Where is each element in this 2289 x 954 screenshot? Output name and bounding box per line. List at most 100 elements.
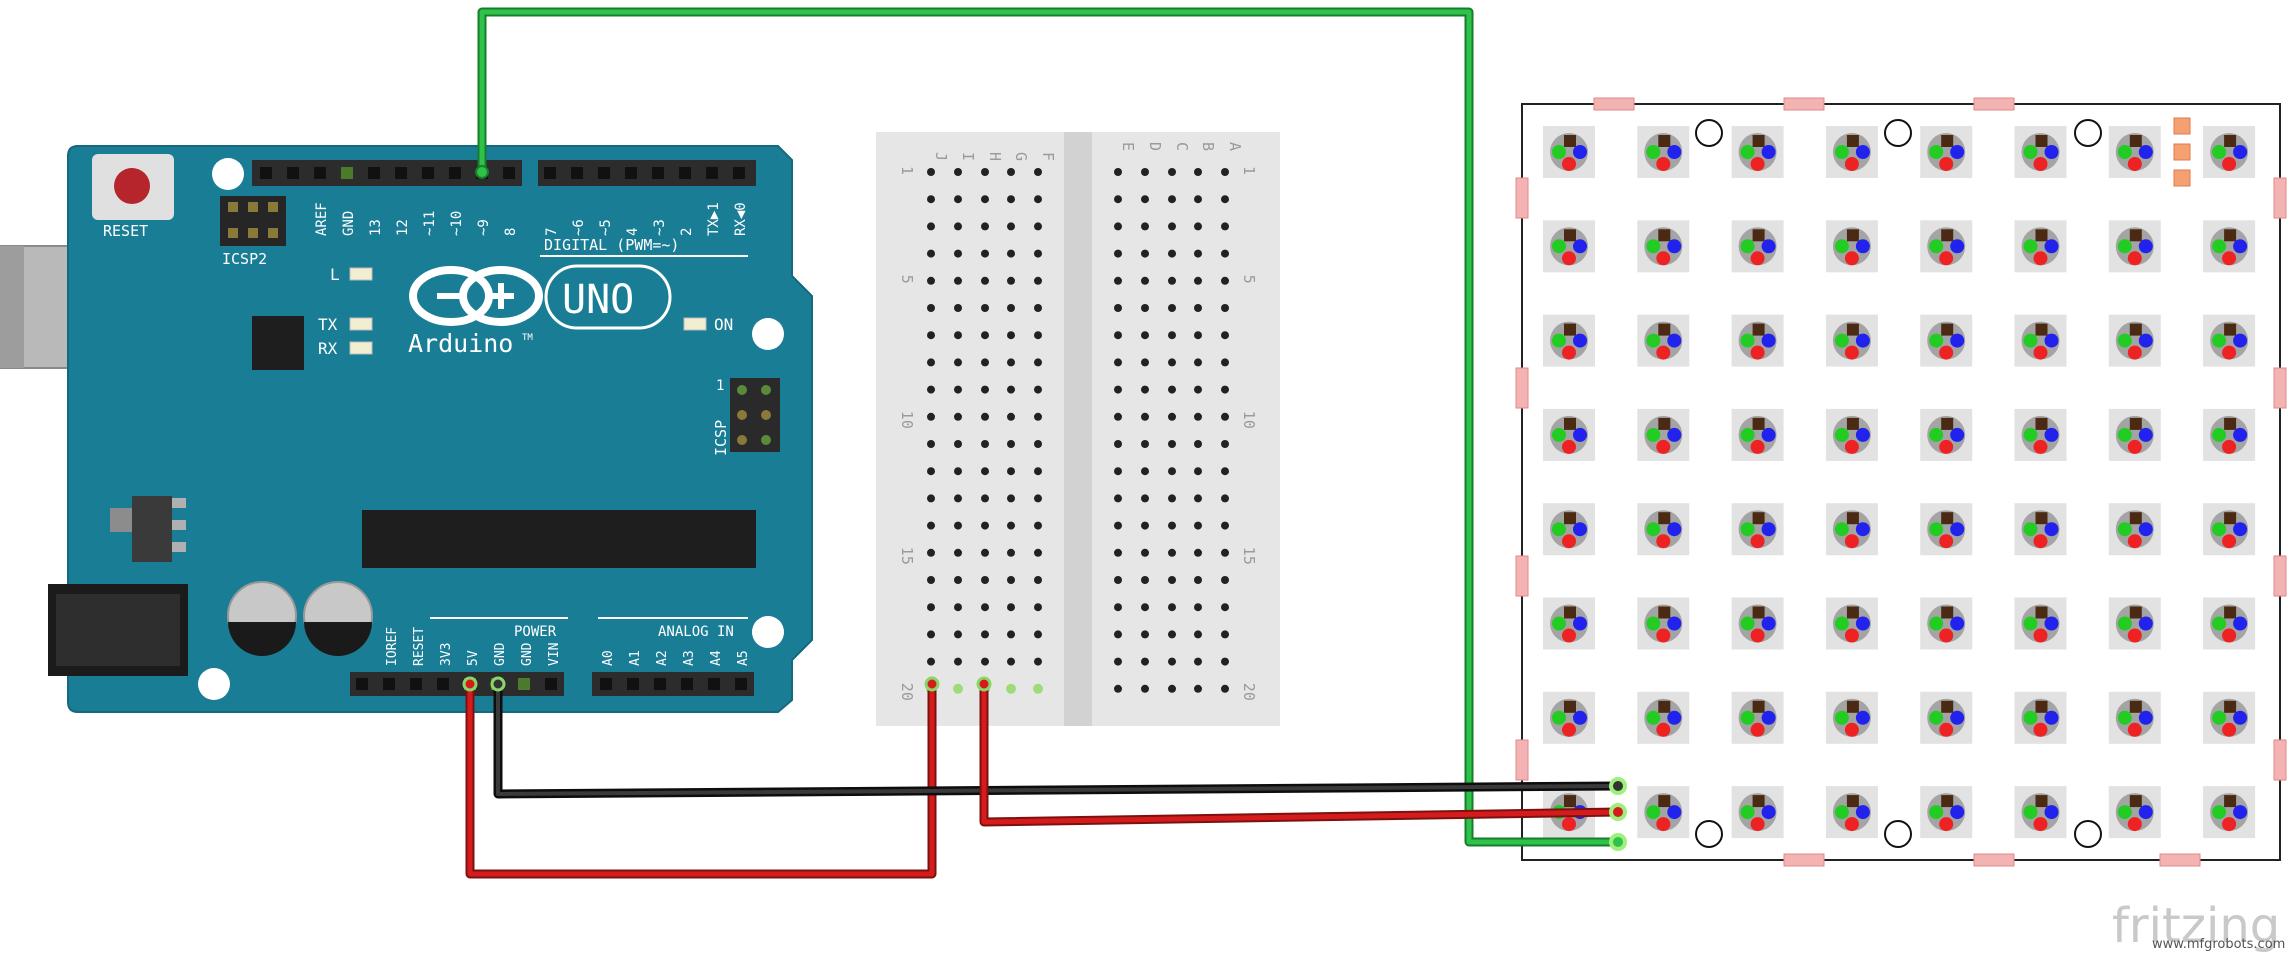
pin-label: GND: [341, 211, 357, 236]
breadboard-hole: [981, 276, 989, 285]
breadboard-hole: [1168, 304, 1176, 312]
breadboard-hole: [927, 657, 935, 666]
power-jack-barrel: [56, 594, 180, 666]
rgb-led: [1637, 220, 1690, 273]
breadboard-hole: [954, 168, 962, 176]
breadboard-column-label: C: [1173, 142, 1191, 151]
breadboard-hole: [1221, 304, 1229, 312]
breadboard-hole: [1034, 412, 1042, 421]
breadboard-hole: [1007, 630, 1015, 639]
pin-label: 12: [395, 219, 411, 236]
header-pin: [733, 167, 745, 179]
rgb-led: [1920, 314, 1973, 367]
edge-pad: [2173, 169, 2191, 187]
rgb-led: [1731, 691, 1784, 744]
wire-red-vcc-core: [981, 684, 1619, 825]
breadboard-hole: [1221, 630, 1229, 639]
breadboard-row-label: 1: [1240, 166, 1258, 175]
led-l-label: L: [330, 265, 340, 284]
wire-green-data-core: [479, 9, 1618, 845]
breadboard-hole: [981, 195, 989, 204]
rgb-led: [2203, 786, 2256, 839]
breadboard-hole: [1168, 168, 1176, 176]
pin-label: VIN: [547, 643, 562, 666]
wire-endpoint: [1609, 803, 1627, 821]
breadboard-hole: [1221, 249, 1229, 258]
breadboard-hole: [1168, 494, 1176, 503]
breadboard-hole: [981, 440, 989, 448]
breadboard-hole: [1114, 521, 1122, 530]
matrix-hole: [1695, 119, 1723, 147]
rgb-led: [2108, 786, 2161, 839]
breadboard-hole: [1141, 276, 1149, 285]
rgb-led: [1543, 126, 1595, 178]
breadboard-hole: [1168, 630, 1176, 639]
breadboard-hole: [927, 195, 935, 204]
rgb-led: [2014, 314, 2067, 367]
rgb-led: [2014, 691, 2067, 744]
breadboard-hole: [927, 548, 935, 557]
breadboard-hole: [1141, 304, 1149, 312]
breadboard-hole: [1168, 576, 1176, 584]
mounting-hole: [752, 318, 784, 350]
pin-label: A2: [655, 650, 670, 666]
rgb-led: [1920, 786, 1973, 839]
matrix-outline: [1521, 103, 2281, 861]
header-pin: [410, 678, 422, 690]
wire-red-5v-core: [467, 684, 935, 877]
breadboard-hole: [954, 494, 962, 503]
reset-button-cap: [114, 168, 150, 204]
breadboard-hole: [1034, 576, 1042, 584]
header-pin: [679, 167, 691, 179]
pin-label: ~10: [449, 211, 465, 236]
rgb-led: [1637, 126, 1690, 178]
breadboard-hole: [981, 657, 989, 666]
pin-label: 8: [503, 228, 519, 236]
capacitor: [303, 581, 373, 656]
rgb-led: [1543, 408, 1595, 461]
breadboard-hole: [954, 412, 962, 421]
pin-label: ~5: [598, 219, 614, 236]
rgb-led: [1637, 786, 1690, 839]
breadboard-hole: [1194, 521, 1202, 530]
wire-endpoint: [1609, 777, 1627, 795]
rgb-led: [1825, 691, 1878, 744]
breadboard-hole: [1221, 576, 1229, 584]
breadboard-hole: [1194, 168, 1202, 176]
breadboard-hole: [1221, 657, 1229, 666]
breadboard-hole: [1168, 684, 1176, 693]
breadboard-hole: [1221, 440, 1229, 448]
breadboard-hole: [1221, 276, 1229, 285]
breadboard-hole: [1007, 249, 1015, 258]
breadboard-hole: [981, 304, 989, 312]
header-pin: [422, 167, 434, 179]
breadboard-column-label: H: [986, 152, 1004, 161]
header-pin: [598, 167, 610, 179]
pin-label: ~6: [571, 219, 587, 236]
rgb-led: [2203, 691, 2256, 744]
breadboard-column-label: A: [1226, 142, 1244, 151]
breadboard-hole: [954, 440, 962, 448]
breadboard-hole: [1114, 276, 1122, 285]
rgb-led: [1731, 126, 1784, 178]
rgb-led: [2108, 408, 2161, 461]
pin-label: GND: [493, 642, 508, 666]
breadboard-hole: [981, 358, 989, 367]
atmega328-chip: [362, 510, 756, 568]
breadboard-hole: [1168, 276, 1176, 285]
rgb-led: [2203, 126, 2256, 178]
rgb-led: [1825, 786, 1878, 839]
breadboard-hole: [1141, 385, 1149, 394]
mounting-hole: [198, 668, 230, 700]
pin-label: 13: [368, 219, 384, 236]
header-pin: [706, 167, 718, 179]
breadboard-hole: [1221, 168, 1229, 176]
breadboard-hole: [954, 304, 962, 312]
breadboard-hole: [1221, 603, 1229, 612]
breadboard-hole: [1168, 195, 1176, 204]
breadboard-hole: [1194, 603, 1202, 612]
mounting-hole: [212, 158, 244, 190]
matrix-mounting-holes: [1695, 119, 2102, 848]
